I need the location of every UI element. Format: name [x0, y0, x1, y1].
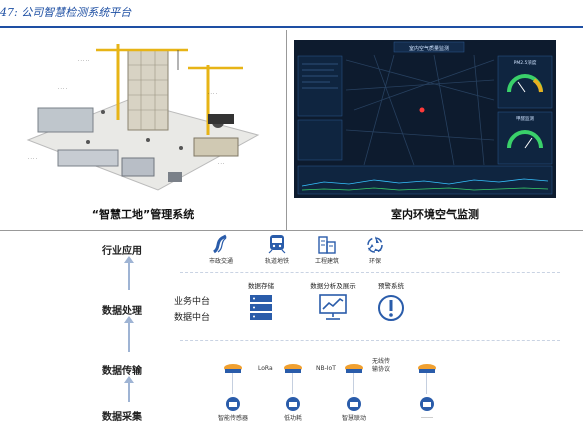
app-environment: 环保 — [350, 234, 400, 265]
app-label: 工程建筑 — [314, 258, 339, 265]
app-construction: 工程建筑 — [302, 234, 352, 265]
connector-line — [353, 372, 354, 394]
figure-title: 47: 公司智慧检测系统平台 — [0, 6, 132, 19]
gauge-top-label: PM2.5浓度 — [514, 59, 537, 66]
gateway-device — [282, 360, 304, 379]
dashboard-title: 室内空气质量监测 — [409, 45, 449, 52]
data-middle-platform: 数据中台 — [174, 313, 211, 323]
alert-icon — [378, 295, 404, 321]
sensor-more: …… — [402, 396, 452, 420]
gateway-icon — [418, 364, 436, 373]
svg-text:· · ·: · · · — [218, 161, 224, 166]
gateway-device — [222, 360, 244, 379]
app-label: 市政交通 — [208, 258, 233, 265]
section-divider — [0, 230, 583, 231]
gateway-device — [416, 360, 438, 379]
gateway-icon — [224, 364, 242, 373]
sensor-smart: 智能传感器 — [208, 396, 258, 422]
sensor-label: 低功耗 — [283, 415, 302, 422]
train-icon — [268, 235, 286, 254]
business-middle-platform: 业务中台 — [174, 297, 211, 307]
protocol-lora: LoRa — [258, 365, 273, 372]
gateway-device — [343, 360, 365, 379]
layer-collection: 数据采集 — [102, 412, 142, 423]
sensor-linkage: 智慧联动 — [329, 396, 379, 422]
module-label: 预警系统 — [378, 282, 404, 290]
connector-line — [232, 372, 233, 394]
storage-icon — [250, 295, 272, 320]
sensor-icon — [226, 397, 240, 411]
arrow-transmission-to-processing — [124, 316, 134, 352]
gateway-icon — [284, 364, 302, 373]
protocol-nbiot: NB-IoT — [316, 365, 336, 372]
layer-separator — [180, 340, 560, 341]
recycle-icon — [367, 236, 383, 253]
sensor-label: …… — [421, 413, 433, 420]
panel-divider — [286, 30, 287, 230]
route-icon — [213, 234, 227, 254]
sensor-icon — [420, 397, 434, 411]
gateway-icon — [345, 364, 363, 373]
sensor-icon — [286, 397, 300, 411]
layer-processing: 数据处理 — [102, 306, 142, 317]
building-icon — [318, 236, 336, 254]
svg-text:· · · ·: · · · · — [58, 86, 67, 91]
module-alert-system: 预警系统 — [356, 280, 426, 323]
module-label: 数据分析及展示 — [310, 282, 356, 290]
sensor-low-power: 低功耗 — [268, 396, 318, 422]
air-monitor-dashboard: 室内空气质量监测 PM2.5浓度 甲醛监测 — [294, 40, 556, 198]
svg-text:· · · ·: · · · · — [28, 156, 37, 161]
module-data-analysis: 数据分析及展示 — [298, 280, 368, 321]
module-label: 数据存储 — [248, 282, 274, 290]
app-label: 轨道地铁 — [264, 258, 289, 265]
air-monitor-caption: 室内环境空气监测 — [391, 208, 479, 221]
layer-separator — [180, 272, 560, 273]
sensor-label: 智慧联动 — [341, 415, 366, 422]
app-municipal-traffic: 市政交通 — [196, 234, 246, 265]
connector-line — [426, 372, 427, 394]
smart-site-illustration: · · · · · · · · · · · · · · · · · · · · — [18, 40, 266, 198]
layer-transmission: 数据传输 — [102, 366, 142, 377]
arrow-processing-to-application — [124, 256, 134, 290]
protocol-wireless: 无线传 输协议 — [372, 358, 391, 373]
analytics-icon — [319, 294, 347, 320]
connector-line — [292, 372, 293, 394]
svg-text:· · · · ·: · · · · · — [78, 58, 89, 63]
sensor-label: 智能传感器 — [217, 415, 248, 422]
svg-text:· · · ·: · · · · — [208, 91, 217, 96]
arrow-collection-to-transmission — [124, 376, 134, 402]
sensor-icon — [347, 397, 361, 411]
smart-site-caption: “智慧工地”管理系统 — [91, 208, 195, 221]
title-rule — [0, 26, 583, 28]
app-metro: 轨道地铁 — [252, 234, 302, 265]
layer-application: 行业应用 — [102, 246, 142, 257]
gauge-bottom-label: 甲醛监测 — [516, 115, 534, 122]
app-label: 环保 — [368, 258, 381, 265]
module-data-storage: 数据存储 — [226, 280, 296, 321]
